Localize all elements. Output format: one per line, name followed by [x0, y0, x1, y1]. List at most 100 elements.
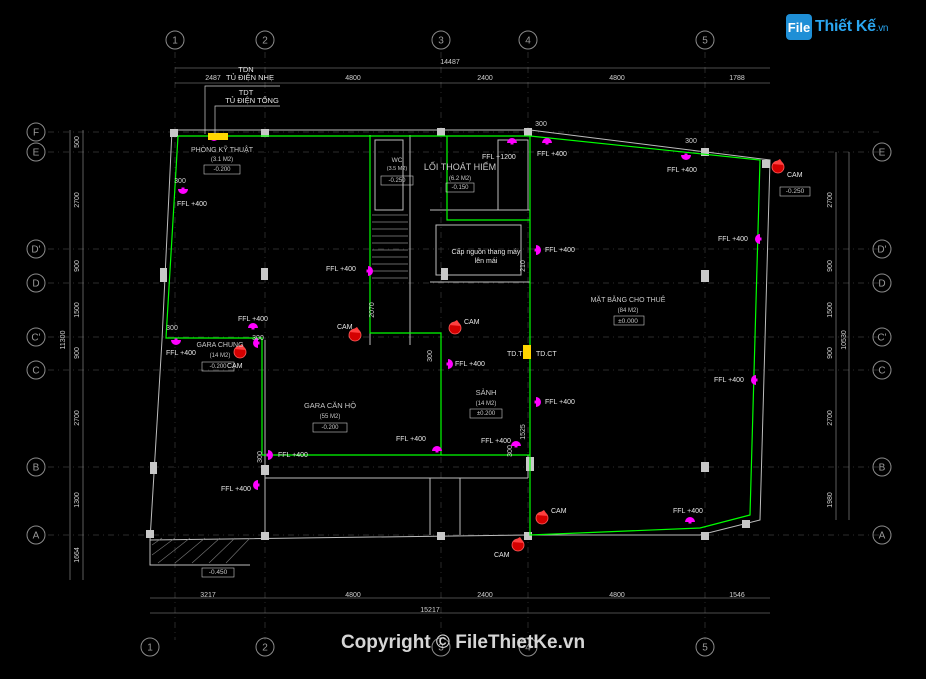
copyright-watermark: Copyright © FileThietKe.vn — [340, 632, 586, 653]
socket-icon-13 — [681, 153, 691, 160]
note-elevator: Cấp nguồn thang máy — [452, 247, 521, 256]
room-area-1: (3.5 M2) — [387, 166, 408, 172]
svg-text:D': D' — [877, 245, 886, 256]
dim-bottom-3: 4800 — [609, 592, 625, 599]
svg-text:A: A — [33, 531, 40, 542]
dim-misc-1: 300 — [427, 350, 434, 362]
dimension-lines — [69, 67, 850, 614]
svg-text:1: 1 — [147, 643, 153, 654]
ffl-label-11: FFL +400 — [545, 247, 575, 254]
room-level-2: -0.150 — [451, 185, 469, 191]
leader-lines — [204, 85, 280, 134]
socket-icon-10 — [534, 397, 541, 407]
grid-bubble-bottom-4: 4 — [518, 637, 538, 657]
grid-bubble-right-4: C — [872, 360, 892, 380]
socket-icon-2 — [171, 338, 181, 345]
svg-text:C': C' — [31, 333, 40, 344]
dim-top-total: 14487 — [440, 59, 460, 66]
device-markers — [171, 134, 785, 552]
leader-tdt-desc: TỦ ĐIỆN TỔNG — [225, 96, 279, 105]
cam-label-1: CAM — [337, 324, 353, 331]
leader-tdt: TDT — [239, 88, 254, 97]
ffl-label-4: FFL +400 — [326, 266, 356, 273]
dim-right-total: 10530 — [841, 330, 848, 350]
room-level-6: ±0.200 — [477, 411, 496, 417]
ffl-label-8: FFL +400 — [221, 486, 251, 493]
dim-top-3: 4800 — [609, 75, 625, 82]
cam-label-3: CAM — [551, 508, 567, 515]
site-logo[interactable]: File Thiết Kế.vn — [786, 10, 898, 44]
dim-top-1: 4800 — [345, 75, 361, 82]
grid-bubble-left-5: C — [26, 360, 46, 380]
dim-right-2: 1500 — [827, 302, 834, 318]
logo-text: Thiết Kế.vn — [815, 18, 888, 36]
dim-bottom-2: 2400 — [477, 592, 493, 599]
room-level-5: -0.200 — [321, 425, 339, 431]
svg-text:C: C — [32, 366, 39, 377]
grid-bubble-left-2: D' — [26, 239, 46, 259]
cam-label-2: CAM — [227, 363, 243, 370]
dim-left-total: 11300 — [60, 330, 67, 349]
dim-bottom-0: 3217 — [200, 592, 216, 599]
level-tags — [201, 164, 811, 578]
svg-text:C: C — [878, 366, 885, 377]
ramp-hatch — [151, 537, 251, 564]
ffl-label-15: FFL +400 — [714, 377, 744, 384]
camera-icon-4 — [511, 537, 525, 552]
grid-bubble-bottom-5: 5 — [695, 637, 715, 657]
socket-icon-9 — [511, 441, 521, 448]
grid-bubble-left-0: F — [26, 122, 46, 142]
room-level-0: -0.200 — [213, 167, 231, 173]
room-area-6: (14 M2) — [476, 401, 497, 407]
room-name-1: WC — [392, 157, 403, 164]
svg-text:E: E — [879, 148, 886, 159]
grid-bubble-left-7: A — [26, 525, 46, 545]
socket-icon-0 — [178, 187, 188, 194]
room-name-2: LỐI THOÁT HIỂM — [424, 161, 496, 172]
grid-bubble-right-2: D — [872, 273, 892, 293]
dim-right-4: 2700 — [827, 410, 834, 426]
dim-misc-5: 300 — [257, 451, 264, 463]
socket-icon-3 — [253, 338, 260, 348]
svg-text:E: E — [33, 148, 40, 159]
columns — [146, 128, 770, 540]
ffl-1200-label: FFL +1200 — [482, 154, 516, 161]
socket-icon-1 — [248, 323, 258, 330]
socket-icon-7 — [266, 450, 273, 460]
socket-icon-11 — [534, 245, 541, 255]
camera-icon-0 — [448, 320, 462, 335]
cam-label-4: CAM — [494, 552, 510, 559]
dim-left-7: 1664 — [74, 547, 81, 563]
room-level-3: ±0.000 — [618, 318, 638, 325]
socket-icon-15 — [751, 375, 758, 385]
room-name-3: MẶT BẰNG CHO THUÊ — [591, 295, 666, 304]
logo-badge: File — [786, 14, 812, 40]
panel-tdt-marker — [523, 345, 531, 359]
ffl-label-10: FFL +400 — [545, 399, 575, 406]
grid-bubble-right-6: A — [872, 525, 892, 545]
dim-misc-2: 210 — [520, 260, 527, 272]
socket-icon-8 — [253, 480, 260, 490]
grid-bubble-left-3: D — [26, 273, 46, 293]
room-name-4: GARA CHUNG — [196, 342, 243, 349]
dim-left-0: 500 — [74, 136, 81, 148]
cam-label-5: CAM — [787, 172, 803, 179]
panel-label-tdt: TD.T — [507, 351, 523, 358]
grid-bubble-right-1: D' — [872, 239, 892, 259]
grid-bubble-top-5: 5 — [695, 30, 715, 50]
svg-text:F: F — [33, 128, 39, 139]
ffl-label-0: FFL +400 — [177, 201, 207, 208]
leader-tdn-desc: TỦ ĐIỆN NHẸ — [226, 73, 274, 82]
cam-label-0: CAM — [464, 319, 480, 326]
note-elevator-2: lên mái — [475, 258, 498, 265]
dim-bottom-1: 4800 — [345, 592, 361, 599]
camera-icon-5 — [771, 159, 785, 174]
svg-text:B: B — [33, 463, 40, 474]
room-level-4: -0.200 — [209, 364, 227, 370]
dim-left-2: 900 — [74, 260, 81, 272]
camera-icon-3 — [535, 510, 549, 525]
grid-bubble-right-3: C' — [872, 327, 892, 347]
svg-text:1: 1 — [172, 36, 178, 47]
